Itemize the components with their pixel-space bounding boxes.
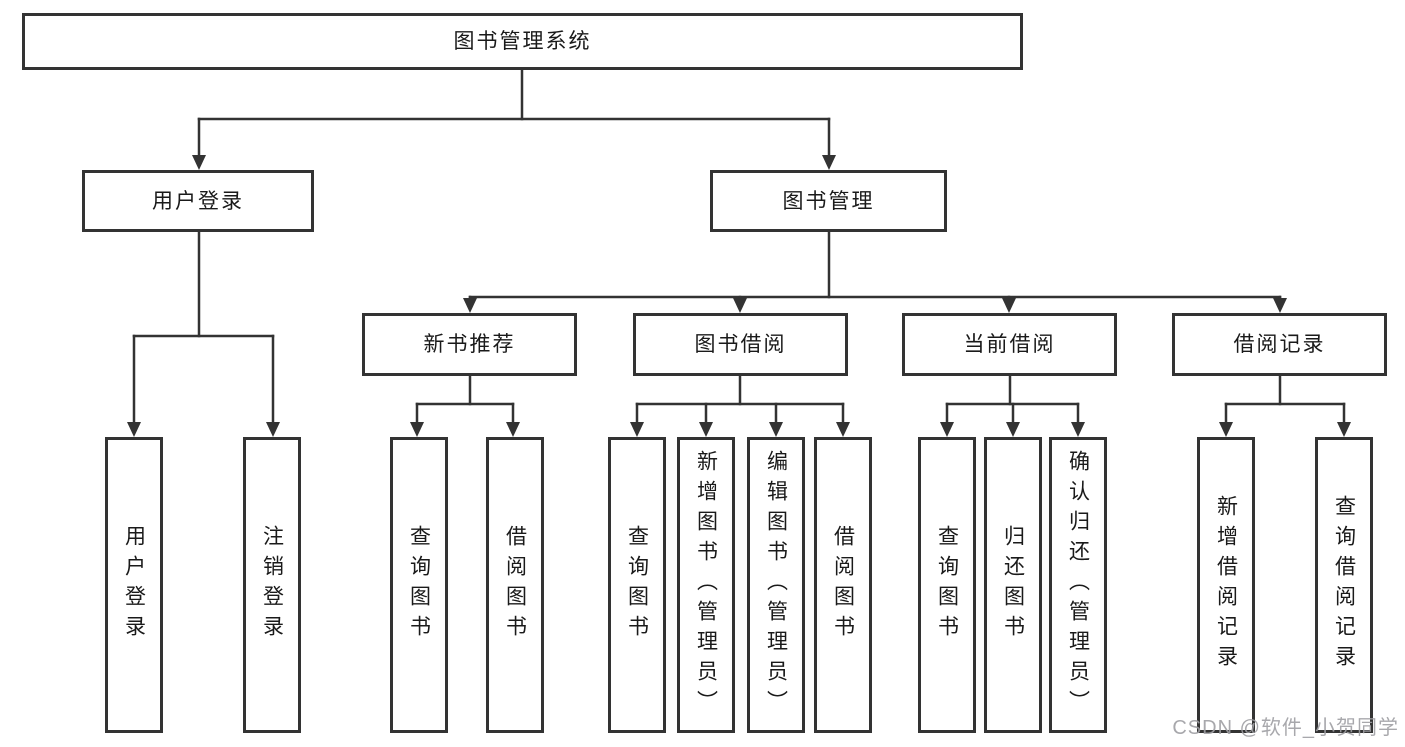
leaf-confirm-return-admin: 确认归还（管理员） [1049, 437, 1107, 733]
csdn-watermark: CSDN @软件_小贺同学 [1172, 717, 1399, 739]
leaf-borrow-books-borrowing: 借阅图书 [814, 437, 872, 733]
leaf-return-books: 归还图书 [984, 437, 1042, 733]
node-library-management-system: 图书管理系统 [22, 13, 1023, 70]
leaf-query-books-current: 查询图书 [918, 437, 976, 733]
leaf-add-borrow-record: 新增借阅记录 [1197, 437, 1255, 733]
leaf-add-book-admin: 新增图书（管理员） [677, 437, 735, 733]
leaf-logout-login: 注销登录 [243, 437, 301, 733]
node-new-book-recommend: 新书推荐 [362, 313, 577, 376]
leaf-query-books-recommend: 查询图书 [390, 437, 448, 733]
node-book-management: 图书管理 [710, 170, 947, 232]
leaf-query-books-borrowing: 查询图书 [608, 437, 666, 733]
node-book-borrowing: 图书借阅 [633, 313, 848, 376]
node-user-login: 用户登录 [82, 170, 314, 232]
node-borrow-records: 借阅记录 [1172, 313, 1387, 376]
leaf-edit-book-admin: 编辑图书（管理员） [747, 437, 805, 733]
node-current-borrowing: 当前借阅 [902, 313, 1117, 376]
leaf-user-login: 用户登录 [105, 437, 163, 733]
leaf-borrow-books-recommend: 借阅图书 [486, 437, 544, 733]
leaf-query-borrow-record: 查询借阅记录 [1315, 437, 1373, 733]
